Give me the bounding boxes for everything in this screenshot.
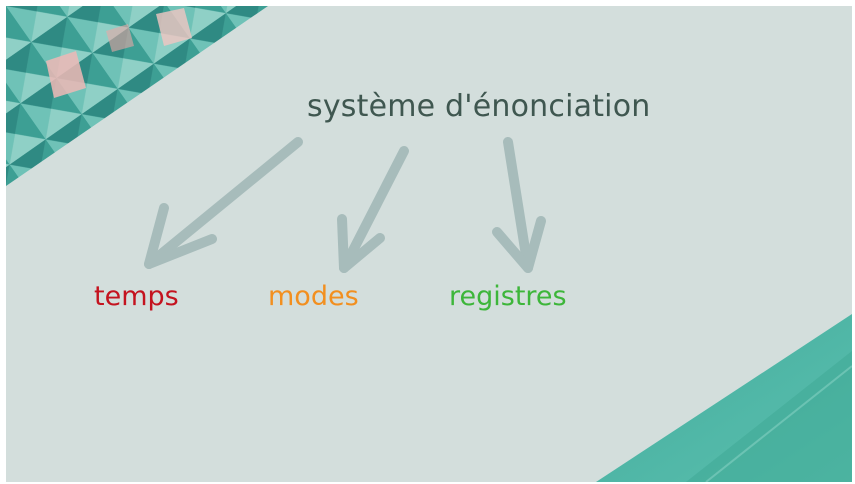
- slide-graphics: [6, 6, 852, 482]
- diagram-title: système d'énonciation: [307, 89, 651, 124]
- term-temps: temps: [94, 281, 179, 312]
- slide: système d'énonciation temps modes regist…: [6, 6, 852, 482]
- term-modes: modes: [268, 281, 359, 312]
- arrow-to-modes: [337, 146, 409, 273]
- arrow-to-temps: [144, 137, 303, 269]
- top-left-corner-decoration: [6, 6, 268, 186]
- bottom-right-corner-decoration: [596, 314, 852, 482]
- term-registres: registres: [449, 281, 567, 312]
- arrow-to-registres: [492, 137, 546, 273]
